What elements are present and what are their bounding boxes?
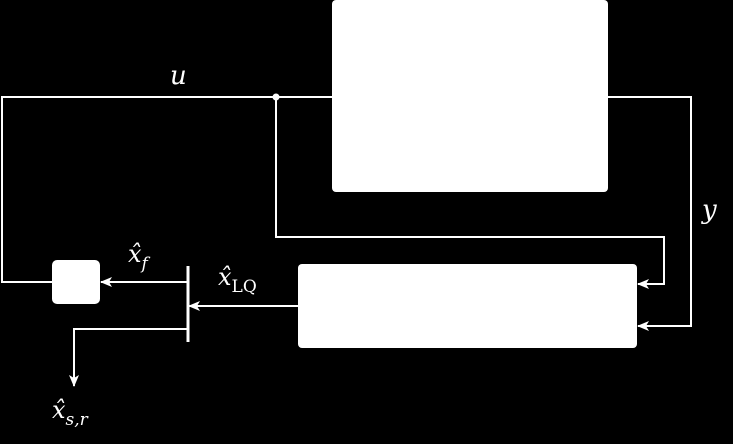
plant-block bbox=[332, 0, 608, 192]
u-feedback-wire bbox=[1, 96, 332, 283]
xlq-label: x̂LQ bbox=[218, 263, 257, 297]
u-to-estimator-wire bbox=[275, 97, 665, 289]
y-label: y bbox=[701, 195, 717, 225]
y-output-wire bbox=[608, 96, 692, 331]
xsr-wire bbox=[69, 328, 188, 387]
estimator-block bbox=[298, 264, 637, 348]
xf-label: x̂f bbox=[128, 240, 151, 274]
selector-block bbox=[52, 260, 100, 304]
xsr-label: x̂s,r bbox=[52, 396, 89, 430]
u-label: u bbox=[170, 61, 187, 91]
